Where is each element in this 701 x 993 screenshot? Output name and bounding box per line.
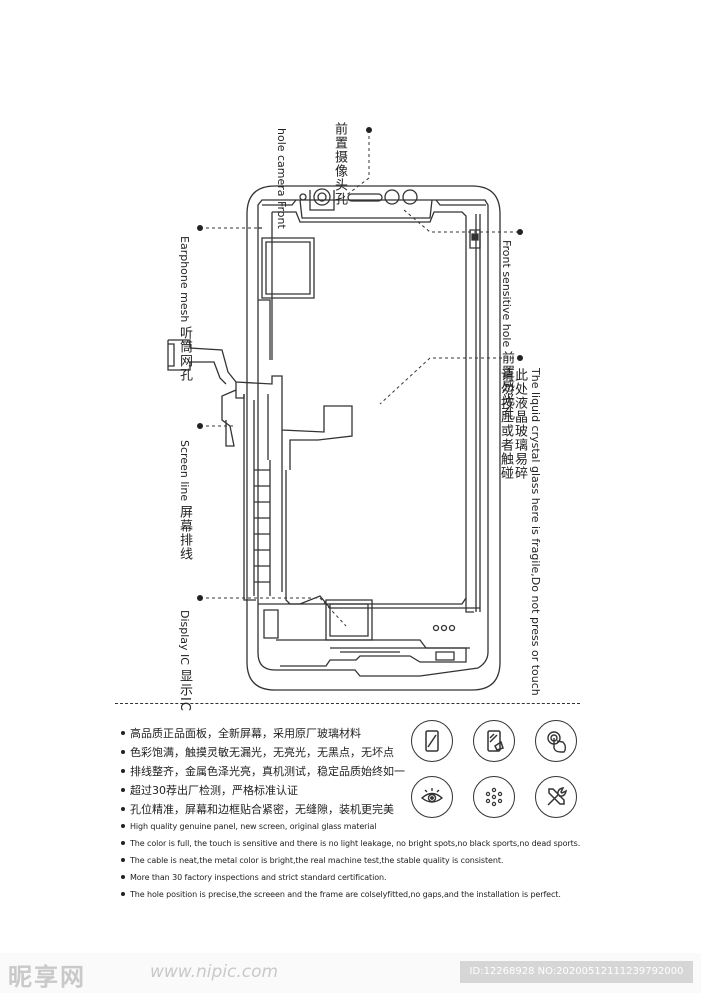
label-screen-line: Screen line 屏幕排线 xyxy=(177,440,192,561)
label-front-sensitive-en: Front sensitive hole xyxy=(500,240,513,348)
label-liquid-crystal-en: The liquid crystal glass here is fragile… xyxy=(529,368,542,696)
tools-icon xyxy=(535,776,577,818)
label-display-ic: Display IC 显示IC xyxy=(177,610,192,712)
notch xyxy=(262,199,486,219)
active-area xyxy=(271,211,467,605)
touch-finger-icon xyxy=(535,720,577,762)
label-display-ic-cn: 显示IC xyxy=(177,668,192,712)
watermark-id: ID:12268928 NO:20200512111239792000 xyxy=(460,961,693,983)
features-cn-list: 高品质正品面板，全新屏幕，采用原厂玻璃材料 色彩饱满，触摸灵敏无漏光，无亮光，无… xyxy=(121,724,405,819)
screen-glare-icon xyxy=(473,720,515,762)
front-camera-hole xyxy=(313,188,331,206)
list-item: The hole position is precise,the screeen… xyxy=(121,886,580,903)
label-screen-line-en: Screen line xyxy=(178,440,191,502)
watermark-logo: 昵享网 xyxy=(8,963,86,991)
list-item: The cable is neat,the metal color is bri… xyxy=(121,852,580,869)
flex-cable xyxy=(168,339,353,470)
label-front-camera: hole camera Front xyxy=(274,128,288,278)
label-front-camera-en-1: Front xyxy=(275,200,288,229)
list-item: The color is full, the touch is sensitiv… xyxy=(121,835,580,852)
label-front-camera-en-2: camera xyxy=(275,155,288,197)
dashed-divider xyxy=(115,703,580,704)
inner-frame xyxy=(257,199,489,677)
label-display-ic-en: Display IC xyxy=(178,610,191,665)
screen-panel-icon xyxy=(411,720,453,762)
list-item: 高品质正品面板，全新屏幕，采用原厂玻璃材料 xyxy=(121,724,405,743)
features-en-list: High quality genuine panel, new screen, … xyxy=(121,818,580,903)
list-item: 孔位精准，屏幕和边框贴合紧密，无缝隙，装机更完美 xyxy=(121,800,405,819)
list-item: 色彩饱满，触摸灵敏无漏光，无亮光，无黑点，无坏点 xyxy=(121,743,405,762)
list-item: 排线整齐，金属色泽光亮，真机测试，稳定品质始终如一 xyxy=(121,762,405,781)
earphone-module xyxy=(261,237,315,299)
list-item: High quality genuine panel, new screen, … xyxy=(121,818,580,835)
list-item: 超过30荐出厂检测，严格标准认证 xyxy=(121,781,405,800)
label-front-sensitive: Front sensitive hole 前置感光孔 xyxy=(499,240,514,422)
label-earphone-mesh: Earphone mesh 听筒网孔 xyxy=(177,236,192,383)
label-liquid-crystal: The liquid crystal glass here is fragile… xyxy=(498,368,542,696)
watermark-url: www.nipic.com xyxy=(150,962,279,982)
display-ic-chip xyxy=(325,599,373,641)
label-screen-line-cn: 屏幕排线 xyxy=(177,505,192,561)
label-liquid-crystal-cn: 此处液晶玻璃易碎 请勿按压或者触碰 xyxy=(498,368,527,480)
bottom-board xyxy=(258,595,480,609)
label-earphone-mesh-cn: 听筒网孔 xyxy=(177,326,192,383)
label-front-camera-en-3: hole xyxy=(275,128,288,152)
list-item: More than 30 factory inspections and str… xyxy=(121,869,580,886)
outer-frame xyxy=(246,185,501,691)
label-earphone-mesh-en: Earphone mesh xyxy=(178,236,191,323)
eye-icon xyxy=(411,776,453,818)
dot-pixels-icon xyxy=(473,776,515,818)
earpiece-slot xyxy=(347,193,383,202)
label-front-camera-cn: 前置摄像头孔 xyxy=(332,122,347,206)
phone-screen-diagram xyxy=(167,127,523,691)
label-front-sensitive-cn: 前置感光孔 xyxy=(499,351,514,422)
feature-icon-grid xyxy=(411,720,581,820)
